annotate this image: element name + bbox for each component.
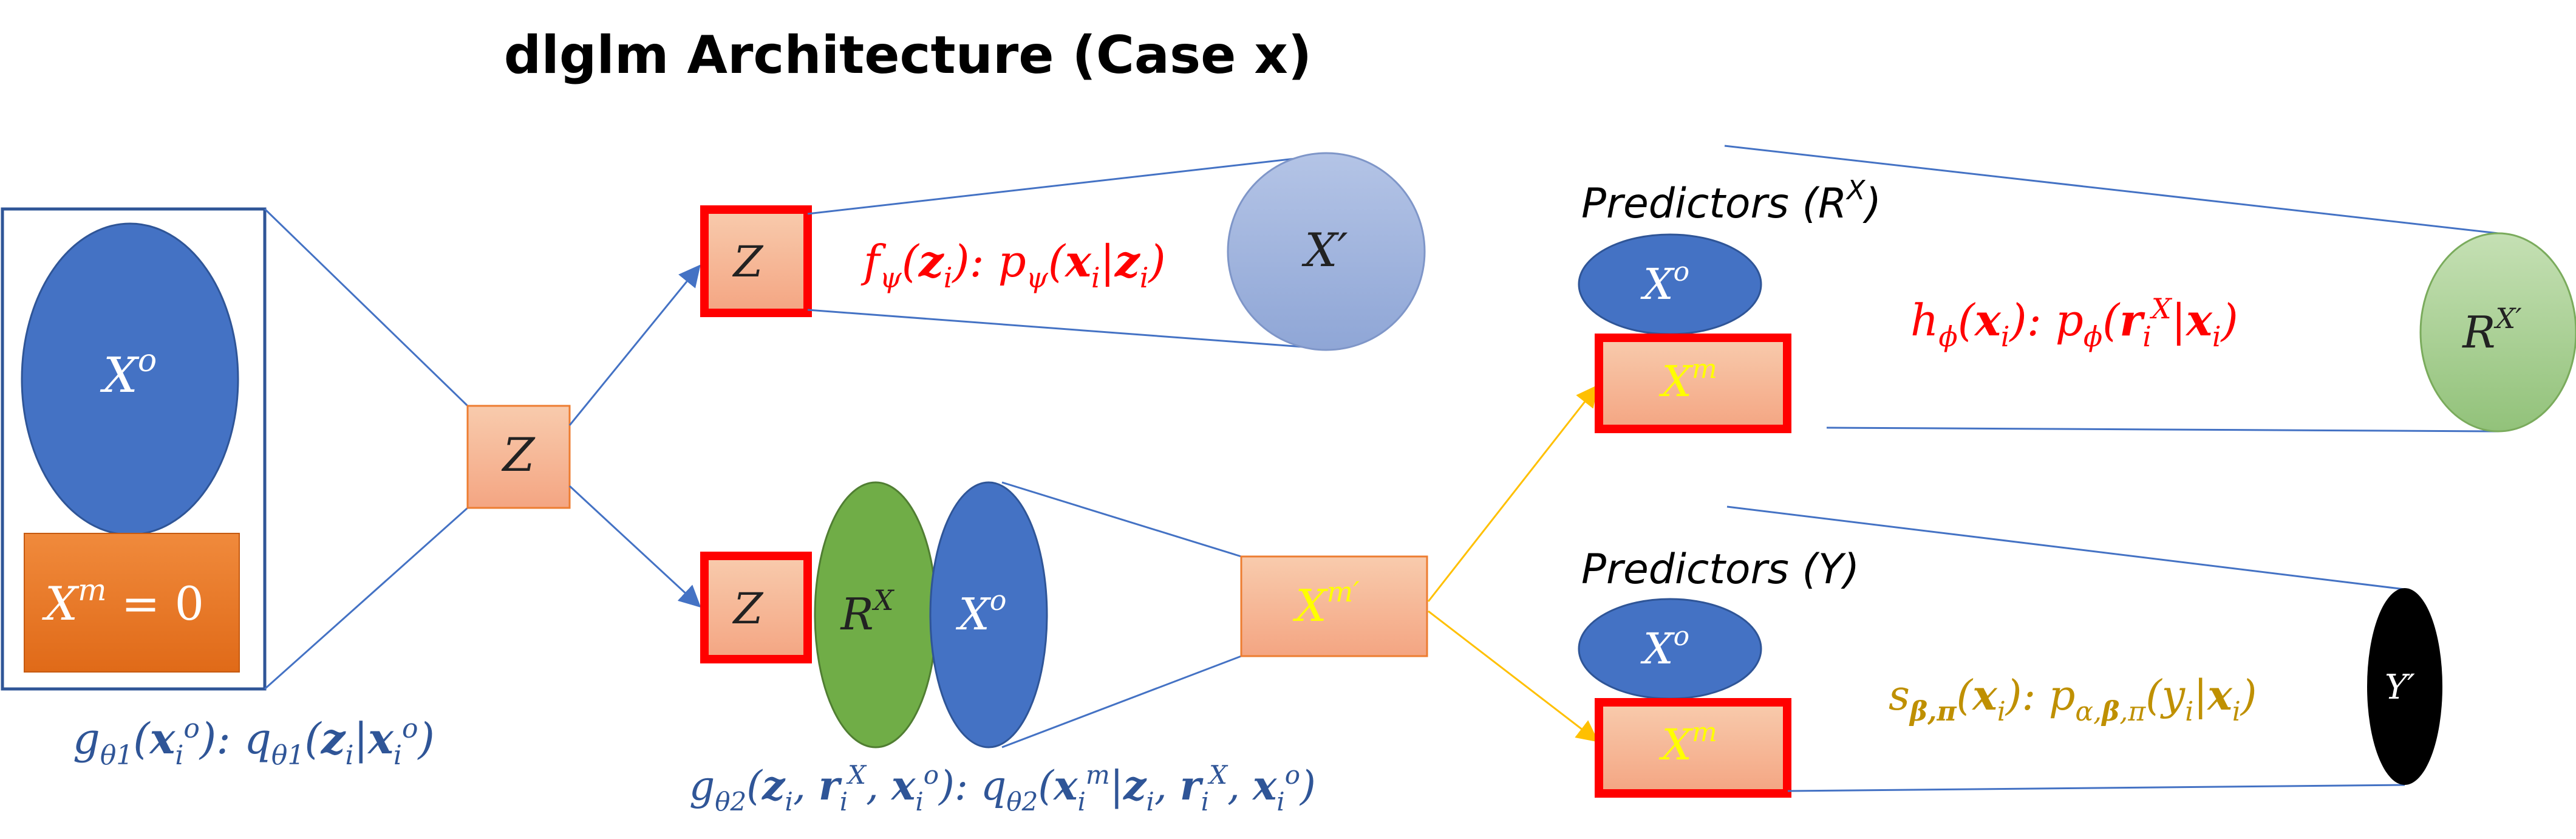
- imputed-xm-label: Xm′: [1292, 575, 1360, 631]
- arrow-to-upper-z: [568, 264, 701, 426]
- arrow-to-missingness-model: [1427, 385, 1598, 602]
- out-xm-label: Xm: [1658, 717, 1717, 770]
- miss-xo-label: Xo: [1640, 256, 1689, 309]
- input-block: Xo Xm = 0: [1, 207, 267, 691]
- upper-z-label: Z: [732, 237, 764, 287]
- lower-z-label: Z: [732, 584, 764, 634]
- out-xo-label: Xo: [1640, 621, 1689, 674]
- funnel-line-top: [264, 208, 469, 407]
- y-prime-ellipse: [2367, 588, 2442, 785]
- funnel-line-bottom: [264, 507, 468, 690]
- missingness-heading: Predictors (RX): [1581, 175, 1881, 228]
- input-frame: [1, 207, 267, 691]
- arrow-to-outcome-model: [1428, 610, 1599, 742]
- miss-funnel-top: [1724, 145, 2499, 235]
- arrow-to-lower-z: [568, 485, 701, 608]
- reconstruction-circle: [1227, 152, 1426, 351]
- lower-z-box: [700, 552, 812, 663]
- decoder-formula: fψ(zi): pψ(xi|zi): [860, 235, 1166, 294]
- lower-funnel-top: [1001, 481, 1242, 558]
- miss-xm-label: Xm: [1658, 354, 1717, 406]
- diagram-title: dlglm Architecture (Case x): [504, 25, 1312, 86]
- out-xm-box: [1595, 698, 1791, 798]
- upper-funnel-bottom: [807, 309, 1312, 349]
- imputation-formula: gθ2(zi, riX, xio): qθ2(xim|zi, riX, xio): [689, 760, 1316, 817]
- rx-prime-ellipse: [2419, 232, 2576, 433]
- latent-z-label: Z: [502, 428, 536, 482]
- missing-zero-box: [24, 533, 240, 673]
- lower-xo-label: Xo: [956, 584, 1007, 640]
- observed-label: Xo: [100, 343, 157, 403]
- upper-funnel-top: [807, 156, 1312, 215]
- outcome-heading: Predictors (Y): [1581, 546, 1859, 594]
- latent-z-box: [466, 405, 571, 509]
- imputed-xm-box: [1240, 555, 1428, 657]
- lower-xo-ellipse: [929, 481, 1048, 748]
- upper-z-box: [700, 205, 812, 317]
- y-prime-label: Y′: [2385, 668, 2415, 707]
- rx-label: RX: [840, 584, 895, 640]
- miss-xm-box: [1595, 334, 1791, 433]
- reconstruction-label: X′: [1301, 223, 1348, 277]
- missing-zero-label: Xm = 0: [42, 572, 204, 631]
- rx-prime-label: RX′: [2461, 302, 2522, 358]
- outcome-formula: sβ,π(xi): pα,β,π(yi|xi): [1889, 671, 2257, 727]
- miss-funnel-bottom: [1826, 426, 2499, 433]
- missingness-formula: hϕ(xi): pϕ(riX|xi): [1910, 292, 2238, 353]
- out-funnel-top: [1726, 505, 2405, 591]
- lower-funnel-bottom: [1001, 655, 1242, 748]
- encoder-formula: gθ1(xio): qθ1(zi|xio): [73, 713, 435, 771]
- out-funnel-bottom: [1787, 784, 2405, 792]
